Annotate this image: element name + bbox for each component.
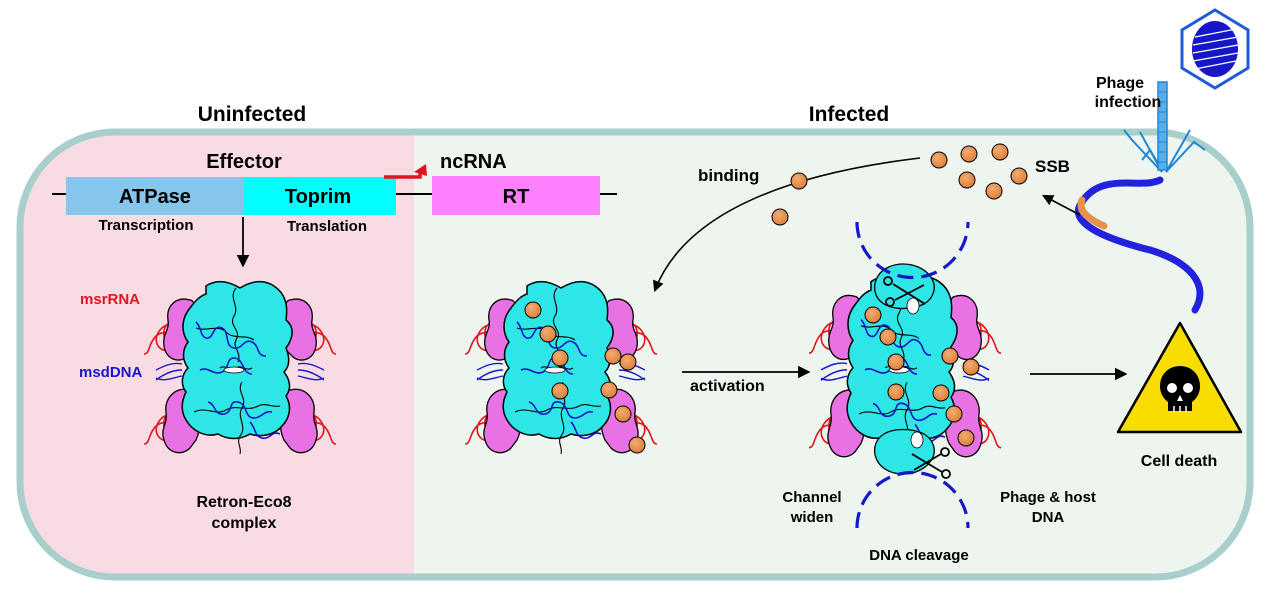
activation-label: activation (690, 378, 765, 395)
uninfected-title: Uninfected (198, 103, 307, 126)
bound-ssb-proteins (524, 301, 646, 454)
channel-widen-line1: Channel (782, 489, 841, 506)
ssb-protein-icon (985, 182, 1003, 200)
ssb-protein-icon (958, 171, 976, 189)
transcription-label: Transcription (98, 217, 193, 234)
dna-cleavage-label: DNA cleavage (869, 547, 969, 564)
binding-label: binding (698, 166, 759, 185)
promoter-arrowhead-icon (414, 164, 427, 176)
toprim-label: Toprim (285, 186, 351, 208)
atpase-label: ATPase (119, 186, 191, 208)
widened-channel-bottom (910, 431, 924, 449)
injected-phage-dna (1075, 176, 1204, 314)
ncrna-label: ncRNA (440, 151, 507, 173)
rt-domain (432, 176, 600, 215)
scissors-icon (883, 276, 926, 307)
phage-infection-line2: infection (1095, 94, 1162, 111)
msddna-label: msdDNA (79, 364, 143, 381)
ssb-recruit-arrow (1042, 194, 1081, 216)
skull-warning-icon (1116, 321, 1243, 434)
ssb-protein-icon (771, 208, 789, 226)
ssb-protein-icon (930, 151, 948, 169)
widened-channel-top (906, 297, 920, 315)
phage-host-dna-line1: Phage & host (1000, 489, 1096, 506)
translation-label: Translation (287, 218, 367, 235)
free-ssb-proteins (771, 143, 1028, 226)
ssb-coated-dna-segment (1077, 196, 1108, 230)
rt-label: RT (503, 186, 530, 208)
phage-host-dna-arcs (855, 221, 970, 529)
ssb-label: SSB (1035, 157, 1070, 176)
toprim-domain (244, 177, 396, 215)
binding-arrow (653, 157, 921, 293)
infected-title: Infected (809, 103, 890, 126)
channel-widen-line2: widen (790, 509, 834, 526)
cell-membrane (16, 128, 1254, 581)
msrrna-label: msrRNA (80, 291, 140, 308)
gene-map: Effector ATPase Toprim Transcription Tra… (52, 151, 617, 235)
ssb-protein-icon (991, 143, 1009, 161)
cell-death-label: Cell death (1141, 453, 1217, 470)
ssb-protein-icon (960, 145, 978, 163)
phage-host-dna-line2: DNA (1032, 509, 1065, 526)
retron-complex-activated (808, 263, 1002, 479)
effector-label: Effector (206, 151, 282, 173)
phage-tail (1157, 81, 1168, 171)
phage-icon (1075, 8, 1250, 314)
complex-name-line2: complex (212, 515, 277, 532)
complex-name-line1: Retron-Eco8 (196, 494, 291, 511)
ssb-protein-icon (1010, 167, 1028, 185)
ssb-protein-icon (790, 172, 808, 190)
phage-infection-line1: Phage (1096, 75, 1144, 92)
activated-ssb-proteins (864, 306, 980, 447)
scissors-icon (911, 447, 951, 479)
atpase-domain (66, 177, 244, 215)
retron-complex-ssb-bound (464, 280, 658, 455)
